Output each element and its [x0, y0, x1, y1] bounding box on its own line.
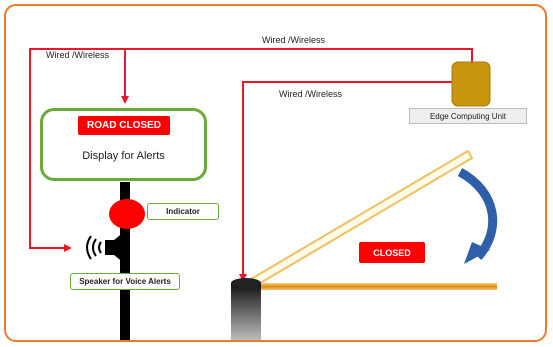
indicator-light [109, 199, 145, 229]
barrier-post [231, 278, 261, 340]
wire-left [29, 48, 125, 252]
wire-label-top: Wired /Wireless [262, 35, 326, 45]
speaker-label: Speaker for Voice Alerts [70, 273, 180, 290]
display-label: Display for Alerts [82, 150, 165, 162]
indicator-label: Indicator [147, 203, 219, 220]
barrier-arm-raised [244, 149, 474, 290]
barrier-status-badge: CLOSED [359, 242, 425, 263]
edge-unit-label: Edge Computing Unit [409, 108, 527, 124]
wire-barrier [239, 81, 452, 282]
wire-label-left: Wired /Wireless [46, 50, 110, 60]
rotation-arrow-icon [457, 168, 498, 264]
diagram-canvas [29, 48, 498, 340]
display-pole [120, 182, 130, 340]
speaker-icon [86, 232, 124, 263]
road-closed-sign: ROAD CLOSED [78, 116, 170, 135]
barrier-arm-closed [252, 283, 497, 290]
alert-display [40, 108, 207, 181]
edge-unit-icon [451, 61, 491, 107]
wire-label-middle: Wired /Wireless [279, 89, 343, 99]
wire-top [121, 48, 473, 104]
